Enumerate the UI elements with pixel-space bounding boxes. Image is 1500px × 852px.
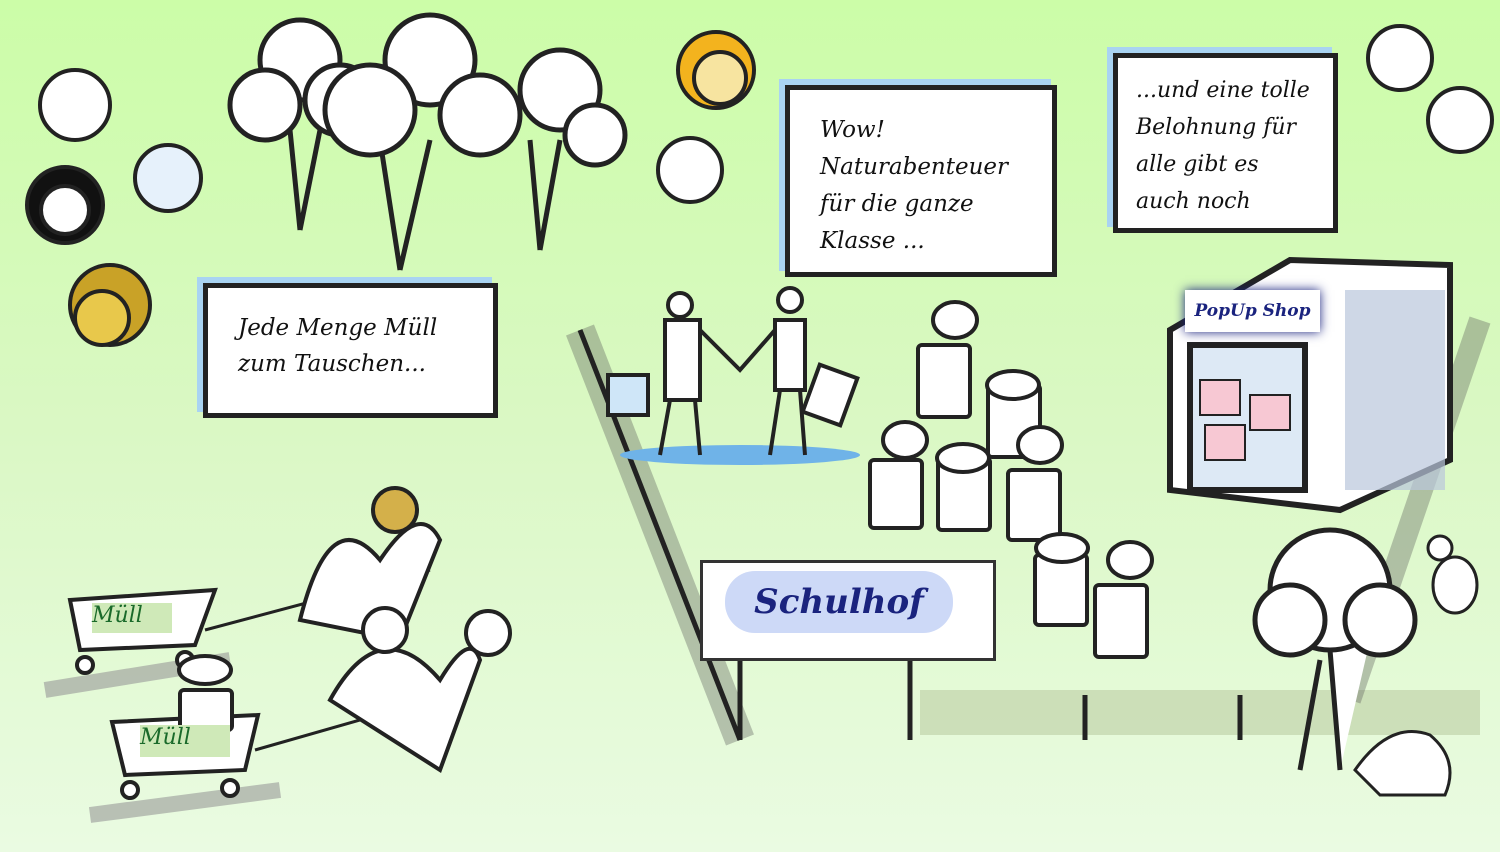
face-icons bbox=[25, 24, 1494, 347]
tree-icon bbox=[1252, 527, 1418, 771]
handshake-people-icon bbox=[606, 286, 860, 465]
cart-label-2-text: Müll bbox=[140, 725, 191, 750]
cart-label-1: Müll bbox=[92, 603, 172, 633]
speech-bubble-nature-text: Wow! Naturabenteuer für die ganze Klasse… bbox=[820, 117, 1009, 254]
speech-bubble-reward: ...und eine tolle Belohnung für alle gib… bbox=[1113, 53, 1338, 233]
speech-bubble-reward-text: ...und eine tolle Belohnung für alle gib… bbox=[1136, 78, 1310, 214]
schoolyard-label: Schulhof bbox=[754, 582, 924, 622]
cart-label-2: Müll bbox=[140, 725, 230, 757]
popup-shop-sign: PopUp Shop bbox=[1185, 290, 1320, 332]
tree-group-icon bbox=[227, 12, 628, 271]
speech-bubble-swap: Jede Menge Müll zum Tauschen... bbox=[203, 283, 498, 418]
schoolyard-sign-plate: Schulhof bbox=[725, 571, 953, 633]
runner-figures-icon bbox=[297, 486, 512, 774]
cart-label-1-text: Müll bbox=[92, 603, 143, 628]
rabbit-icon bbox=[1426, 534, 1479, 615]
speech-bubble-swap-text: Jede Menge Müll zum Tauschen... bbox=[238, 315, 438, 377]
trash-can-icons bbox=[868, 300, 1154, 659]
hedgehog-icon bbox=[1353, 730, 1452, 797]
popup-shop-label: PopUp Shop bbox=[1194, 301, 1311, 321]
speech-bubble-nature: Wow! Naturabenteuer für die ganze Klasse… bbox=[785, 85, 1057, 277]
schoolyard-sign: Schulhof bbox=[700, 560, 996, 661]
